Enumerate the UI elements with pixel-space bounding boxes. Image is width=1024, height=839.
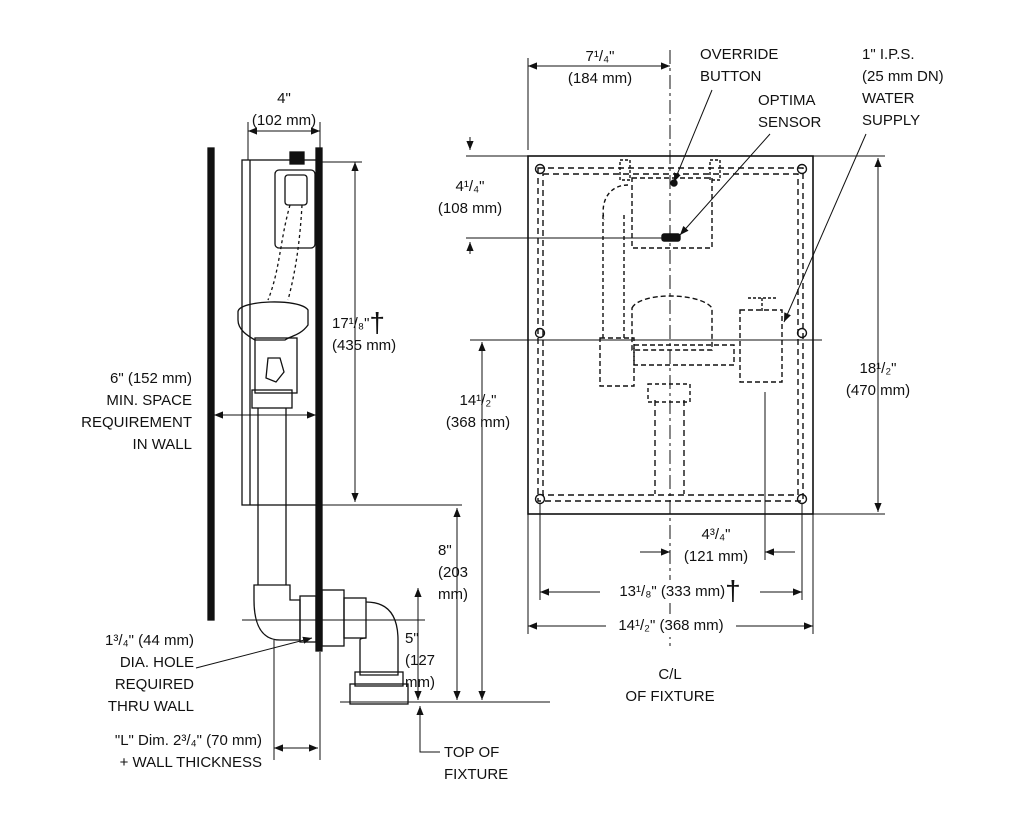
label-drop-5: 5" (127 mm) xyxy=(405,630,436,691)
label-box-height: 18¹/₂" (470 mm) xyxy=(845,360,911,399)
dagger-mark: † xyxy=(369,307,385,338)
label-wall-space: 6" (152 mm) MIN. SPACE REQUIREMENT IN WA… xyxy=(81,370,192,453)
label-sensor-width: 7¹/₄" (184 mm) xyxy=(567,48,633,87)
label-water-supply: 1" I.P.S. (25 mm DN) WATER SUPPLY xyxy=(862,46,944,129)
label-optima-sensor: OPTIMA SENSOR xyxy=(758,92,822,131)
label-centerline: C/L OF FIXTURE xyxy=(625,666,715,705)
leader-supply xyxy=(783,133,867,323)
label-drop-8: 8" (203 mm) xyxy=(438,542,469,603)
label-override-button: OVERRIDE BUTTON xyxy=(700,46,779,85)
label-offset: 4³/₄" (121 mm) xyxy=(683,526,749,565)
label-inner-width: 13¹/₈" (333 mm)† xyxy=(600,577,760,605)
label-l-dim: "L" Dim. 2³/₄" (70 mm) + WALL THICKNESS xyxy=(114,732,262,771)
side-view xyxy=(207,147,409,705)
label-sensor-drop: 4¹/₄" (108 mm) xyxy=(437,178,503,217)
label-outer-width: 14¹/₂" (368 mm) xyxy=(606,615,736,637)
label-centerline-height: 14¹/₂" (368 mm) xyxy=(445,392,511,431)
label-valve-height: 17¹/₈"† (435 mm) xyxy=(332,307,397,355)
flush-valve-side xyxy=(237,301,309,341)
flush-valve-front xyxy=(631,295,713,351)
front-dimensions xyxy=(466,50,885,700)
dagger-mark-2: † xyxy=(725,575,741,606)
side-dimensions xyxy=(195,122,550,760)
leader-override xyxy=(673,89,713,183)
leader-optima xyxy=(679,133,771,236)
sensor-module-front xyxy=(631,177,713,249)
control-stop xyxy=(739,309,783,383)
leader-top-fixture xyxy=(416,706,440,753)
rough-box-side xyxy=(241,159,319,506)
wall-left xyxy=(207,147,215,621)
label-hole: 1³/₄" (44 mm) DIA. HOLE REQUIRED THRU WA… xyxy=(105,632,194,715)
label-valve-depth: 4" (102 mm) xyxy=(251,90,317,129)
label-top-of-fixture: TOP OF FIXTURE xyxy=(444,744,509,783)
sensor-module-side xyxy=(274,169,316,249)
wall-right xyxy=(315,147,323,652)
leader-hole xyxy=(195,636,313,669)
